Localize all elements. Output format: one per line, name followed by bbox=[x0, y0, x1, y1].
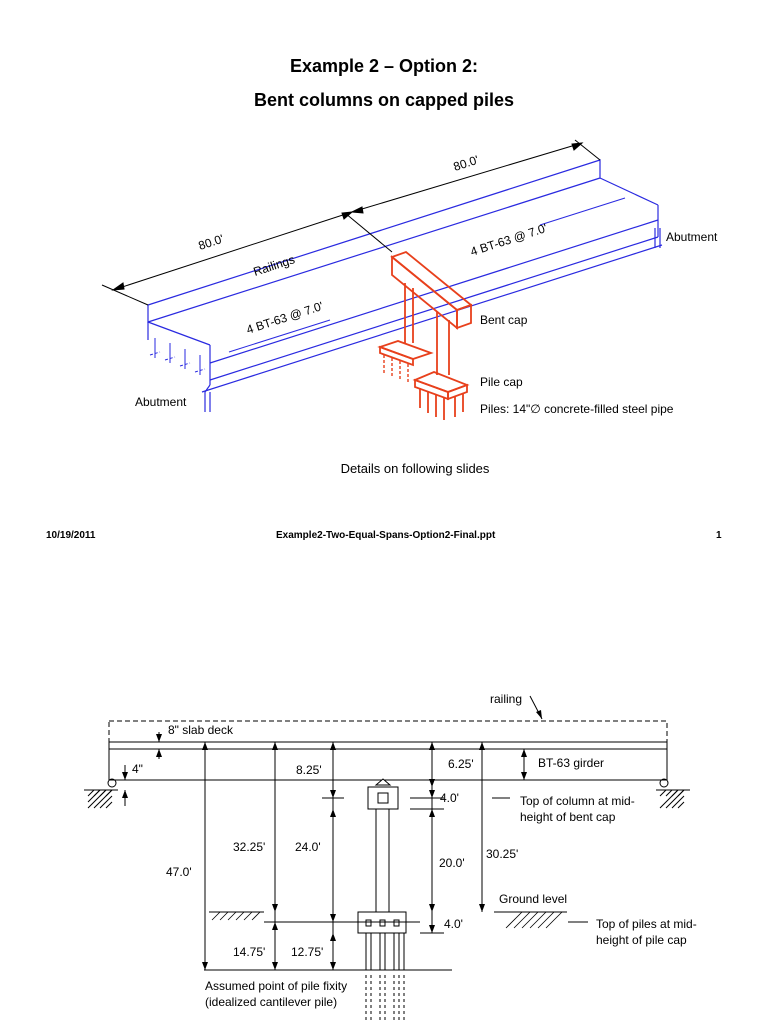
dimension-arrowheads bbox=[122, 710, 542, 970]
abutment-left-label: Abutment bbox=[135, 395, 187, 409]
top-of-column-label-1: Top of column at mid- bbox=[520, 794, 635, 808]
dimension-14-75: 14.75' bbox=[233, 945, 265, 959]
top-of-column-label-2: height of bent cap bbox=[520, 810, 616, 824]
bearing-height-label: 4" bbox=[132, 762, 143, 776]
slab-deck bbox=[108, 741, 668, 750]
dimension-24-0: 24.0' bbox=[295, 840, 321, 854]
slab-deck-label: 8" slab deck bbox=[168, 723, 234, 737]
piles-label: Piles: 14"∅ concrete-filled steel pipe bbox=[480, 402, 674, 416]
dimension-12-75: 12.75' bbox=[291, 945, 323, 959]
dimension-30-25: 30.25' bbox=[486, 847, 518, 861]
dimension-32-25: 32.25' bbox=[233, 840, 265, 854]
superstructure bbox=[107, 720, 669, 788]
girder-band bbox=[108, 748, 668, 781]
dimension-20-0: 20.0' bbox=[439, 856, 465, 870]
abutment-left-girder-ends bbox=[149, 338, 206, 375]
slide-title-line-1: Example 2 – Option 2: bbox=[289, 56, 479, 76]
bent-elevation bbox=[357, 778, 407, 970]
pile-fixity-label-1: Assumed point of pile fixity bbox=[205, 979, 347, 993]
dimension-47-0: 47.0' bbox=[166, 865, 192, 879]
ground-level-label: Ground level bbox=[499, 892, 567, 906]
footer-page-number: 1 bbox=[716, 530, 722, 541]
footer-filename: Example2-Two-Equal-Spans-Option2-Final.p… bbox=[276, 530, 496, 541]
details-caption: Details on following slides bbox=[340, 461, 490, 476]
dimension-lines bbox=[124, 695, 588, 970]
dimension-4-0-top: 4.0' bbox=[440, 791, 459, 805]
top-of-piles-label-2: height of pile cap bbox=[596, 933, 687, 947]
dimension-8-25: 8.25' bbox=[296, 763, 322, 777]
pile-cap-label: Pile cap bbox=[480, 375, 523, 389]
dimension-6-25: 6.25' bbox=[448, 757, 474, 771]
piles-below-fixity bbox=[365, 975, 405, 1020]
ground-lines bbox=[204, 911, 567, 971]
bent-cap-section bbox=[367, 786, 399, 810]
bent-frame bbox=[377, 250, 473, 420]
span-dimension-lines bbox=[101, 139, 601, 306]
dimension-4-0-bottom: 4.0' bbox=[444, 917, 463, 931]
pile-fixity-label-2: (idealized cantilever pile) bbox=[205, 995, 337, 1009]
bridge-deck bbox=[147, 159, 663, 412]
footer-date: 10/19/2011 bbox=[46, 530, 96, 541]
abutment-right-label: Abutment bbox=[666, 230, 718, 244]
pile-cap-hidden-piles bbox=[383, 355, 409, 384]
top-of-piles-label-1: Top of piles at mid- bbox=[596, 917, 697, 931]
slide-title-line-2: Bent columns on capped piles bbox=[253, 90, 515, 110]
bent-cap-label: Bent cap bbox=[480, 313, 528, 327]
ground-hatch bbox=[211, 911, 563, 929]
girder-label: BT-63 girder bbox=[538, 756, 604, 770]
abutment-supports bbox=[84, 789, 690, 809]
bridge-isometric-drawing: 80.0' 80.0' Railings 4 BT-63 @ 7.0' 4 BT… bbox=[101, 139, 718, 420]
railing-label: railing bbox=[490, 692, 522, 706]
